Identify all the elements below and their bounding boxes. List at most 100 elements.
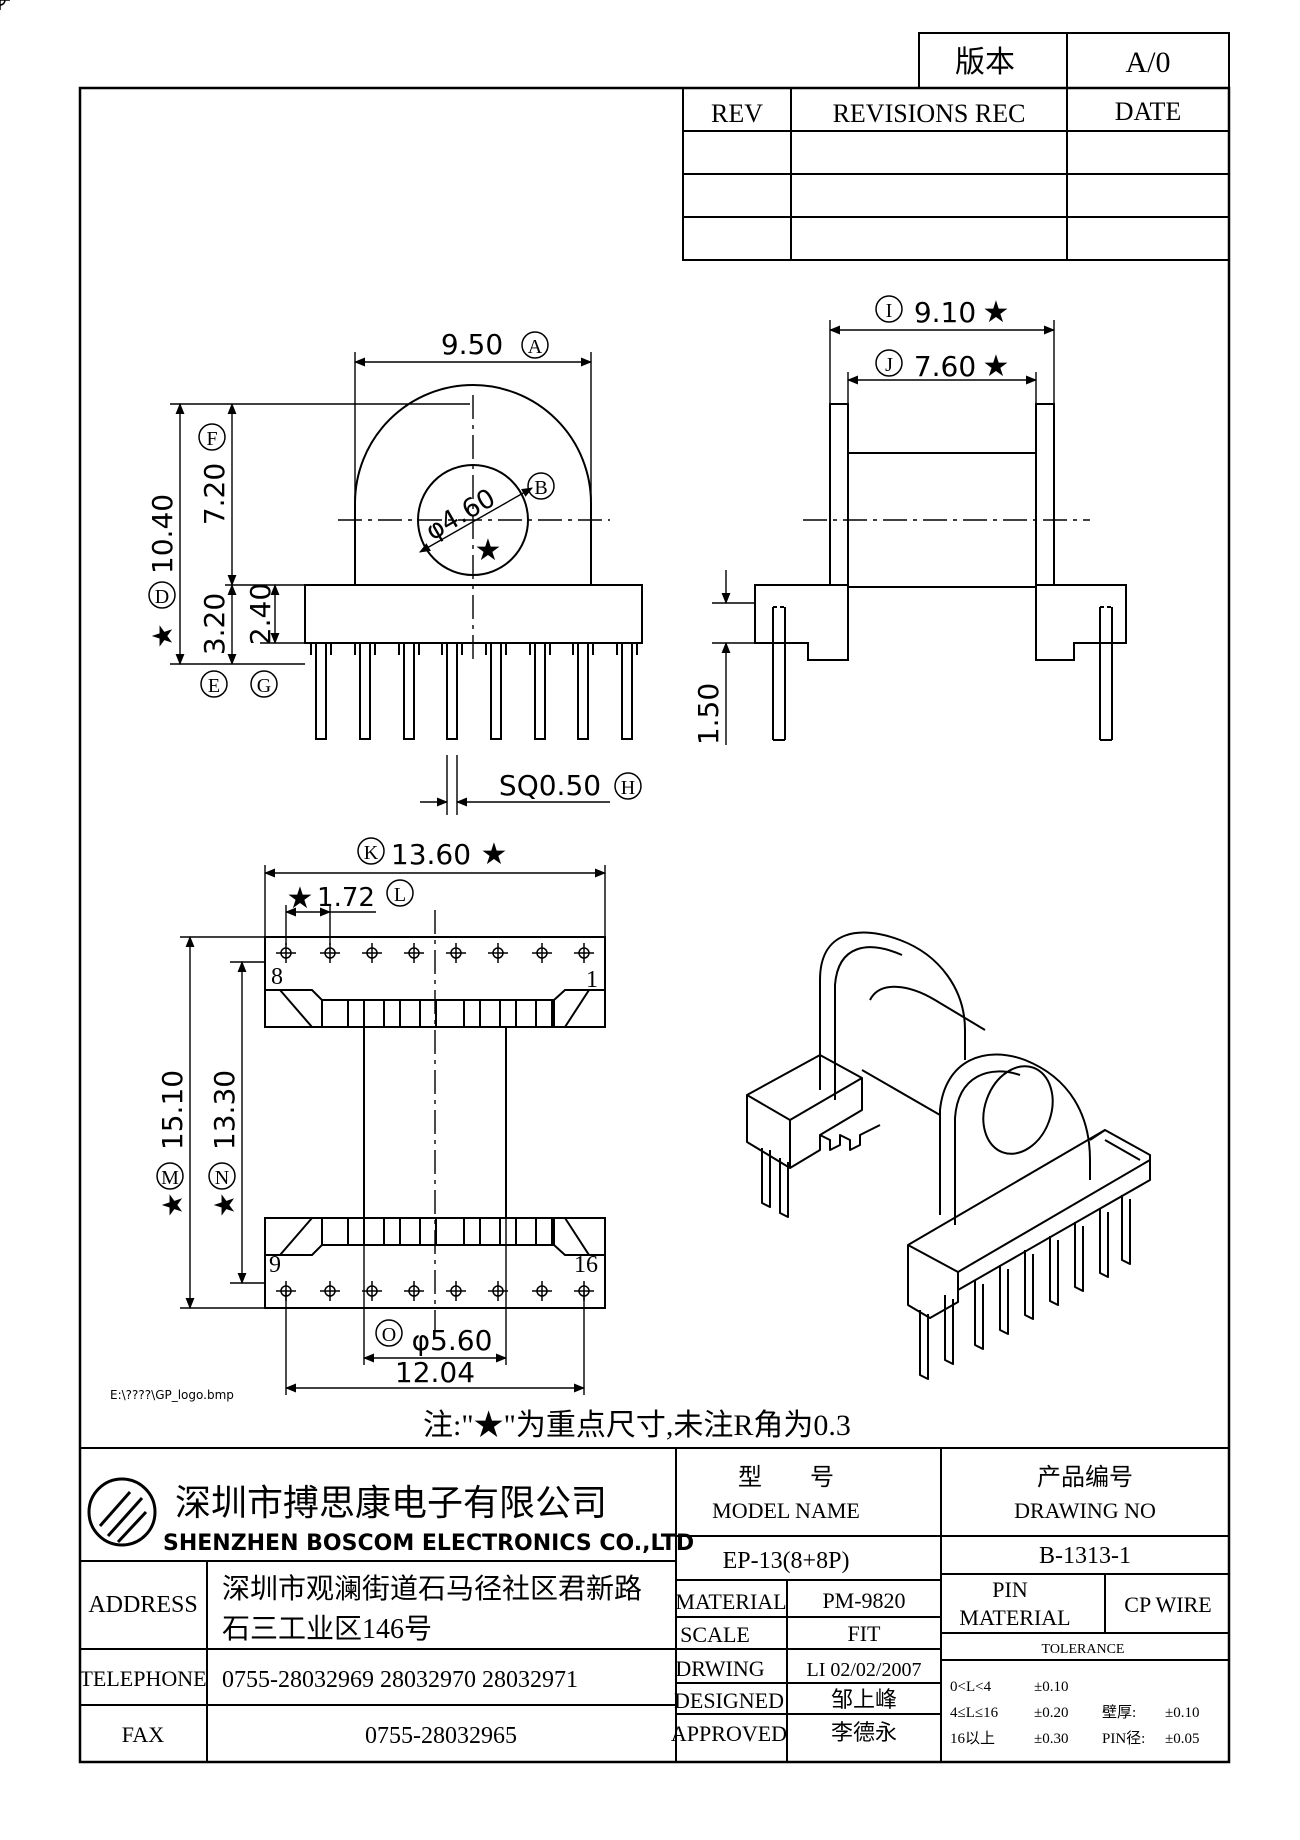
pin-material-label-2: MATERIAL xyxy=(959,1605,1070,1630)
svg-text:J: J xyxy=(885,354,893,376)
svg-text:★: ★ xyxy=(156,1192,189,1217)
dim-pin-span: 12.04 xyxy=(395,1356,475,1389)
title-block-grid xyxy=(80,1447,1229,1762)
svg-text:13.60: 13.60 xyxy=(391,838,471,871)
top-view xyxy=(180,865,607,1395)
isometric-view xyxy=(746,931,1151,1380)
dim-d-circle: D xyxy=(148,581,176,609)
pin-label-1: 1 xyxy=(586,967,598,993)
svg-text:D: D xyxy=(155,586,169,608)
dim-a: 9.50 A xyxy=(441,328,549,361)
svg-text:SQ0.50: SQ0.50 xyxy=(499,769,601,802)
dim-i: I 9.10 ★ xyxy=(875,295,1010,330)
tol-range-1: 0<L<4 xyxy=(950,1679,992,1695)
svg-text:★: ★ xyxy=(208,1192,241,1217)
dim-m: 15.10 ★ xyxy=(156,1070,189,1218)
svg-text:B: B xyxy=(534,477,547,499)
company-name-en: SHENZHEN BOSCOM ELECTRONICS CO.,LTD xyxy=(163,1531,694,1556)
front-pins xyxy=(310,642,638,740)
pin-material-value: CP WIRE xyxy=(1124,1592,1211,1617)
svg-text:1.50: 1.50 xyxy=(692,683,725,745)
address-line1: 深圳市观澜街道石马径社区君新路 xyxy=(222,1573,642,1605)
drawing-no-en: DRAWING NO xyxy=(1014,1498,1156,1523)
svg-text:M: M xyxy=(161,1167,179,1189)
approved-label: APPROVED xyxy=(671,1721,787,1746)
date-header: DATE xyxy=(1115,97,1181,126)
dim-e-circle: E xyxy=(200,670,228,698)
svg-text:φ5.60: φ5.60 xyxy=(412,1324,493,1357)
drawing-value: B-1313-1 xyxy=(1039,1543,1131,1569)
pin-diameter-label: PIN径: xyxy=(1102,1730,1145,1747)
svg-text:O: O xyxy=(382,1324,396,1346)
dim-g-circle: G xyxy=(250,670,278,698)
dim-k: K 13.60 ★ xyxy=(357,837,508,872)
company-name-cn: 深圳市搏思康电子有限公司 xyxy=(175,1483,607,1523)
side-view xyxy=(712,320,1127,745)
tol-value-2: ±0.20 xyxy=(1034,1705,1068,1721)
material-value: PM-9820 xyxy=(822,1588,905,1613)
svg-text:3.20: 3.20 xyxy=(198,593,231,655)
version-box: 版本 A/0 xyxy=(918,32,1230,89)
pin-diameter-value: ±0.05 xyxy=(1165,1731,1199,1747)
tol-value-3: ±0.30 xyxy=(1034,1731,1068,1747)
model-name-cn: 型 号 xyxy=(738,1464,834,1491)
telephone-label: TELEPHONE xyxy=(79,1666,206,1691)
dim-f: 7.20 xyxy=(198,463,231,525)
svg-text:1.72: 1.72 xyxy=(317,883,375,913)
company-logo xyxy=(87,1477,157,1547)
svg-text:★: ★ xyxy=(481,837,508,872)
svg-text:★: ★ xyxy=(983,295,1010,330)
dim-f-circle: F xyxy=(198,423,226,451)
tol-range-3: 16以上 xyxy=(950,1730,995,1747)
svg-text:7.60: 7.60 xyxy=(914,350,976,383)
svg-text:G: G xyxy=(257,675,271,697)
svg-text:K: K xyxy=(364,842,379,864)
sheet-border xyxy=(78,86,1231,1764)
designed-value: 邹上峰 xyxy=(831,1687,897,1712)
fax-label: FAX xyxy=(122,1722,164,1747)
svg-text:H: H xyxy=(621,777,635,799)
star-b: ★ xyxy=(475,533,502,568)
svg-text:I: I xyxy=(886,300,893,322)
version-label: 版本 xyxy=(955,46,1015,79)
svg-text:10.40: 10.40 xyxy=(146,494,179,574)
dim-m-circle: M xyxy=(156,1162,184,1190)
svg-text:15.10: 15.10 xyxy=(156,1070,189,1150)
dim-d: 10.40 ★ xyxy=(146,494,179,649)
material-label: MATERIAL xyxy=(675,1589,786,1614)
revision-table xyxy=(682,87,1230,261)
svg-text:★: ★ xyxy=(287,881,314,916)
svg-text:9.50: 9.50 xyxy=(441,328,503,361)
dim-b-circle: B ★ xyxy=(475,472,555,568)
designed-label: DESIGNED xyxy=(674,1688,784,1713)
logo-path: E:\????\GP_logo.bmp xyxy=(110,1388,234,1402)
note: 注:"★"为重点尺寸,未注R角为0.3 xyxy=(423,1409,851,1442)
wall-thickness-label: 壁厚: xyxy=(1102,1704,1136,1721)
dim-n: 13.30 ★ xyxy=(208,1070,241,1218)
telephone-value: 0755-28032969 28032970 28032971 xyxy=(222,1667,578,1693)
dim-side-pin: 1.50 xyxy=(692,683,725,745)
dim-j: J 7.60 ★ xyxy=(875,349,1010,384)
front-view xyxy=(170,352,643,815)
tolerance-label: TOLERANCE xyxy=(1042,1642,1125,1657)
svg-text:2.40: 2.40 xyxy=(244,583,277,645)
svg-text:13.30: 13.30 xyxy=(208,1070,241,1150)
version-value: A/0 xyxy=(1126,46,1171,79)
svg-text:F: F xyxy=(206,428,217,450)
svg-text:N: N xyxy=(215,1167,229,1189)
model-value: EP-13(8+8P) xyxy=(723,1548,850,1574)
address-line2: 石三工业区146号 xyxy=(222,1614,432,1645)
approved-value: 李德永 xyxy=(831,1720,897,1745)
dim-e: 3.20 xyxy=(198,593,231,655)
pin-label-8: 8 xyxy=(271,964,283,990)
tol-value-1: ±0.10 xyxy=(1034,1679,1068,1695)
fax-value: 0755-28032965 xyxy=(365,1723,517,1749)
svg-text:★: ★ xyxy=(983,349,1010,384)
svg-text:★: ★ xyxy=(146,623,179,648)
tol-range-2: 4≤L≤16 xyxy=(950,1705,999,1721)
pin-holes xyxy=(0,0,595,1302)
scale-value: FIT xyxy=(848,1621,882,1646)
wall-thickness-value: ±0.10 xyxy=(1165,1705,1199,1721)
dim-o: O φ5.60 xyxy=(375,1319,493,1357)
